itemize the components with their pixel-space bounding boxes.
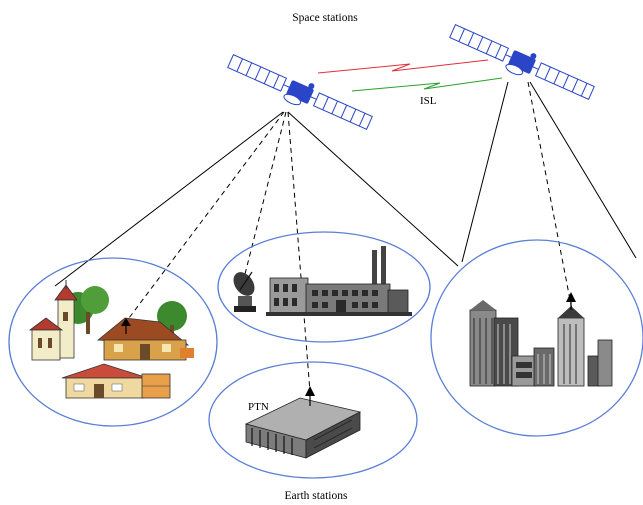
isl-label: ISL xyxy=(420,95,437,107)
coverage-ellipse-industrial xyxy=(217,231,431,343)
coverage-line-right-outer xyxy=(529,81,637,259)
satellite-right-icon xyxy=(449,24,595,100)
uplink-city xyxy=(527,81,573,311)
coverage-ellipse-city xyxy=(430,239,643,437)
diagram-footer: Earth stations xyxy=(285,490,348,502)
uplink-residential xyxy=(125,111,285,323)
diagram-title: Space stations xyxy=(292,12,358,24)
uplink-industrial xyxy=(243,111,287,279)
skyscrapers-icon xyxy=(469,292,613,387)
factory-icon xyxy=(233,246,412,316)
coverage-lines xyxy=(54,81,637,287)
houses-icon xyxy=(28,280,194,399)
ptn-label: PTN xyxy=(248,401,269,413)
isl-link xyxy=(317,59,503,92)
coverage-ellipses xyxy=(8,231,643,479)
coverage-ellipse-ptn xyxy=(208,361,418,479)
coverage-ellipse-residential xyxy=(8,257,218,427)
uplink-lines xyxy=(125,81,573,393)
coverage-line-left-outer xyxy=(54,111,284,287)
isl-red-link xyxy=(317,59,489,74)
satellite-left-icon xyxy=(227,54,373,130)
isl-green-link xyxy=(351,77,503,92)
uplink-ptn xyxy=(287,111,311,393)
office-building-icon xyxy=(244,386,362,459)
coverage-line-left-right xyxy=(287,111,459,267)
coverage-line-right-left xyxy=(461,81,509,263)
dish-antenna-icon xyxy=(233,271,256,312)
